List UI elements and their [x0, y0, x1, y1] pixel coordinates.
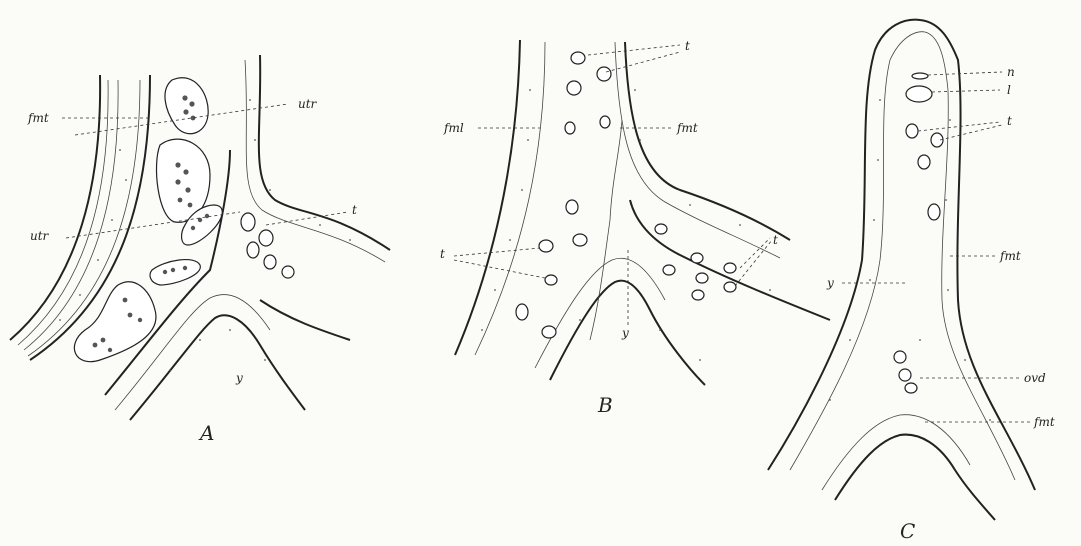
panel-a-label-utr-left: utr: [30, 229, 50, 243]
panel-b-cell-12: [655, 224, 667, 234]
panel-c-cell-1: [906, 124, 918, 138]
panel-c-large-cell: [906, 86, 932, 102]
panel-b-cell-18: [724, 282, 736, 292]
panel-b-right-wall: [625, 42, 790, 240]
panel-c-cell-3: [918, 155, 930, 169]
panel-b-label-fml: fml: [443, 121, 464, 135]
panel-c-label-fmt-low: fmt: [1033, 415, 1055, 429]
panel-c-cell-5: [894, 351, 906, 363]
panel-b-label-t-top: t: [685, 39, 690, 53]
panel-b-cell-8: [573, 234, 587, 246]
panel-a-caption: A: [198, 421, 214, 445]
panel-c-label-l: l: [1007, 83, 1011, 97]
panel-b-caption: B: [597, 393, 613, 417]
panel-c-caption: C: [900, 519, 915, 543]
panel-b-cell-1: [571, 52, 585, 64]
panel-b-cell-2: [597, 67, 611, 81]
panel-c-cell-6: [899, 369, 911, 381]
panel-b: t fml fmt t t y B: [440, 39, 830, 417]
panel-b-label-t-right: t: [773, 233, 778, 247]
panel-a-right-lower-wall: [260, 300, 350, 340]
panel-b-cell-11: [542, 326, 556, 338]
panel-b-cell-10: [516, 304, 528, 320]
panel-c-inverted-v-inner: [822, 415, 970, 490]
panel-a-cell-1: [241, 213, 255, 231]
panel-a: fmt utr utr t y A: [10, 55, 390, 445]
panel-a-pouch-4: [150, 260, 200, 285]
panel-b-mid-wall: [590, 120, 622, 340]
panel-c-cell-4: [928, 204, 940, 220]
panel-a-pouch-5: [74, 282, 156, 362]
panel-c-label-t: t: [1007, 114, 1012, 128]
panel-a-left-wall-outer: [10, 75, 100, 340]
panel-b-lower-right-wall: [630, 200, 830, 320]
panel-b-cell-17: [692, 290, 704, 300]
panel-a-label-t: t: [352, 203, 357, 217]
panel-a-cell-3: [247, 242, 259, 258]
panel-a-right-wall: [259, 55, 390, 250]
panel-b-left-wall-outer: [455, 40, 520, 355]
panel-b-cell-16: [724, 263, 736, 273]
panel-b-cell-9: [545, 275, 557, 285]
panel-c-cell-7: [905, 383, 917, 393]
panel-b-right-wall-inner: [615, 42, 780, 258]
panel-c-label-n: n: [1007, 65, 1015, 79]
panel-c-label-ovd: ovd: [1024, 371, 1046, 385]
panel-b-left-wall-inner: [475, 42, 545, 355]
panel-a-pouch-1: [165, 78, 208, 134]
panel-b-label-fmt: fmt: [676, 121, 698, 135]
panel-b-leader-t-left: [454, 248, 545, 278]
panel-b-cell-14: [663, 265, 675, 275]
panel-a-label-fmt: fmt: [27, 111, 49, 125]
panel-c-leader-l: [932, 90, 1000, 92]
panel-a-label-y: y: [235, 371, 243, 385]
panel-c-inverted-v: [835, 435, 995, 520]
panel-b-cell-6: [566, 200, 578, 214]
panel-a-cell-5: [282, 266, 294, 278]
panel-c-inner-wall-left: [790, 32, 925, 470]
panel-c-leader-n: [928, 72, 1002, 75]
panel-b-cell-3: [567, 81, 581, 95]
panel-b-cell-13: [691, 253, 703, 263]
panel-b-cell-5: [600, 116, 610, 128]
panel-b-label-t-left: t: [440, 247, 445, 261]
panel-a-cell-4: [264, 255, 276, 269]
panel-b-cell-7: [539, 240, 553, 252]
panel-c-label-y: y: [826, 276, 834, 290]
panel-b-cell-15: [696, 273, 708, 283]
panel-c: n l t fmt y ovd fmt C: [768, 20, 1055, 543]
panel-b-cell-4: [565, 122, 575, 134]
panel-c-nucleus: [912, 73, 928, 79]
panel-b-label-y: y: [621, 326, 629, 340]
panel-b-inverted-v-inner: [535, 258, 665, 368]
panel-b-stipple: [481, 89, 771, 361]
panel-a-label-utr-top: utr: [298, 97, 318, 111]
panel-c-label-fmt-mid: fmt: [999, 249, 1021, 263]
panel-a-cell-2: [259, 230, 273, 246]
